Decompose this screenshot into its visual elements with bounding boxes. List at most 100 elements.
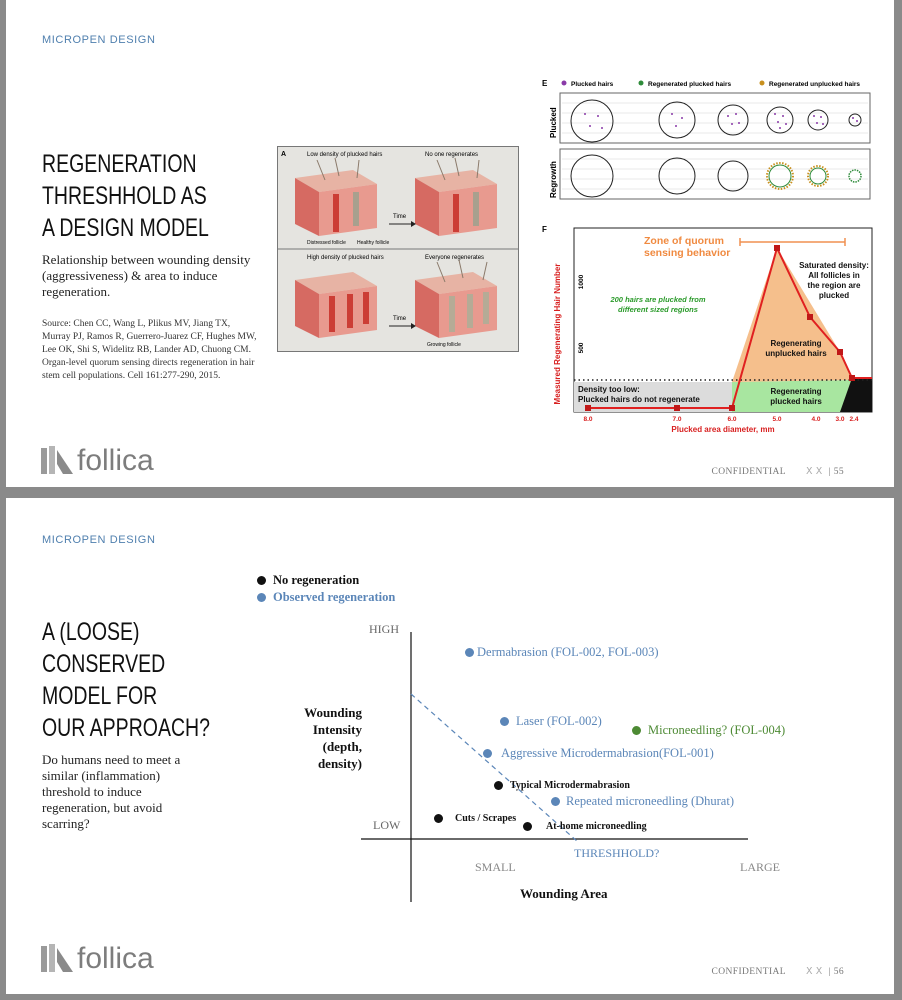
slide-body: Do humans need to meet a similar (inflam…: [42, 752, 181, 831]
slide-56: MICROPEN DESIGN A (LOOSE) CONSERVED MODE…: [6, 498, 894, 994]
panel-a-label: High density of plucked hairs: [307, 255, 384, 261]
follica-wordmark: follica: [77, 444, 154, 477]
confidential-label: CONFIDENTIAL: [711, 967, 787, 977]
axis-small: SMALL: [475, 860, 516, 874]
wounding-model-axes: [361, 632, 748, 902]
x-tick-label: 4.0: [811, 416, 820, 423]
panel-letter: A: [281, 151, 286, 158]
page-number: 56: [833, 967, 844, 977]
regen-plucked-ring: [848, 169, 862, 183]
regrowth-circles: [570, 154, 749, 198]
time-label: Time: [393, 214, 407, 220]
data-points: [585, 245, 855, 411]
saturated-region: [840, 378, 872, 412]
caption: Growing follicle: [427, 342, 461, 348]
title-line: REGENERATION: [42, 150, 197, 178]
title-line: OUR APPROACH?: [42, 714, 210, 742]
section-label: MICROPEN DESIGN: [42, 534, 156, 546]
panel-a-label: No one regenerates: [425, 152, 478, 158]
follica-logo: follica: [39, 942, 179, 978]
point-dermabrasion: [465, 648, 474, 657]
x-tick-label: 5.0: [772, 416, 781, 423]
x-tick-label: 8.0: [583, 416, 592, 423]
row-label: Regrowth: [549, 161, 558, 198]
page-number: 55: [833, 467, 844, 477]
regen-plucked-ring: [809, 167, 827, 185]
x-ticks: 8.0 7.0 6.0 5.0 4.0 3.0 2.4: [583, 416, 858, 423]
plucked-circles: [570, 99, 862, 143]
label-cuts: Cuts / Scrapes: [455, 813, 517, 824]
label-aggressive: Aggressive Microdermabrasion(FOL-001): [501, 746, 714, 760]
legend-label: Plucked hairs: [571, 81, 614, 88]
confidential-label: CONFIDENTIAL: [711, 467, 787, 477]
threshold-label: THRESHHOLD?: [574, 846, 660, 860]
slide-subtitle: Relationship between wounding density (a…: [42, 252, 251, 299]
legend-observed-regeneration: Observed regeneration: [273, 590, 396, 604]
skin-block-low-after: [415, 157, 497, 236]
title-line: A (LOOSE): [42, 618, 140, 646]
title-line: THRESHHOLD AS: [42, 182, 207, 210]
x-axis-label: Plucked area diameter, mm: [671, 425, 774, 434]
skin-block-high-after: [415, 259, 497, 338]
axis-large: LARGE: [740, 860, 780, 874]
footer-mark-icon: Ⅹ Ⅹ: [806, 467, 823, 477]
x-tick-label: 3.0: [835, 416, 844, 423]
regen-unplucked-ring: [766, 162, 794, 190]
title-line: A DESIGN MODEL: [42, 214, 209, 242]
x-tick-label: 7.0: [672, 416, 681, 423]
legend-label: Regenerated plucked hairs: [648, 81, 731, 88]
threshold-line: [410, 693, 579, 843]
plucked-row: [559, 92, 871, 144]
follica-wordmark: follica: [77, 942, 154, 975]
slide-title: A (LOOSE) CONSERVED MODEL FOR OUR APPROA…: [42, 616, 210, 744]
regen-plucked-ring: [768, 164, 792, 188]
low-density-region: [574, 382, 732, 412]
follica-logo: follica: [39, 444, 179, 480]
title-line: CONSERVED: [42, 650, 166, 678]
point-athome: [523, 822, 532, 831]
time-arrow-head: [411, 221, 416, 227]
time-label: Time: [393, 316, 407, 322]
x-tick-label: 2.4: [849, 416, 858, 423]
regen-unplucked-ring: [807, 165, 829, 187]
legend-no-regeneration: No regeneration: [273, 573, 360, 587]
y-ticks: 500 1000: [578, 274, 585, 353]
legend-label: Regenerated unplucked hairs: [769, 81, 860, 88]
point-repeated: [551, 797, 560, 806]
label-athome: At-home microneedling: [546, 821, 647, 832]
panel-a-label: Everyone regenerates: [425, 255, 484, 261]
point-typical: [494, 781, 503, 790]
regrowth-row: [559, 148, 871, 200]
point-aggressive: [483, 749, 492, 758]
legend-dot-regen-plucked: [638, 80, 644, 86]
point-cuts: [434, 814, 443, 823]
point-microneedling: [632, 726, 641, 735]
label-dermabrasion: Dermabrasion (FOL-002, FOL-003): [477, 645, 659, 659]
skin-block-low-before: [295, 157, 377, 236]
axis-high: HIGH: [369, 622, 399, 636]
row-label: Plucked: [549, 107, 558, 138]
skin-block-high-before: [295, 272, 377, 338]
y-axis-label: Wounding Intensity (depth, density): [304, 705, 362, 771]
figure-panel-a: A Low density of plucked hairs No one re…: [277, 146, 519, 352]
orange-region: [732, 248, 852, 382]
legend-dot-regen-unplucked: [759, 80, 765, 86]
point-laser: [500, 717, 509, 726]
caption: Healthy follicle: [357, 240, 389, 246]
x-tick-label: 6.0: [727, 416, 736, 423]
y-tick-label: 500: [578, 342, 585, 353]
follica-logo-icon: [41, 944, 73, 972]
y-tick-label: 1000: [578, 274, 585, 289]
panel-letter: F: [542, 225, 547, 234]
slide-title: REGENERATION THRESHHOLD AS A DESIGN MODE…: [42, 148, 209, 244]
source-citation: Source: Chen CC, Wang L, Plikus MV, Jian…: [42, 319, 257, 381]
panel-letter: E: [542, 79, 548, 88]
axis-low: LOW: [373, 818, 401, 832]
